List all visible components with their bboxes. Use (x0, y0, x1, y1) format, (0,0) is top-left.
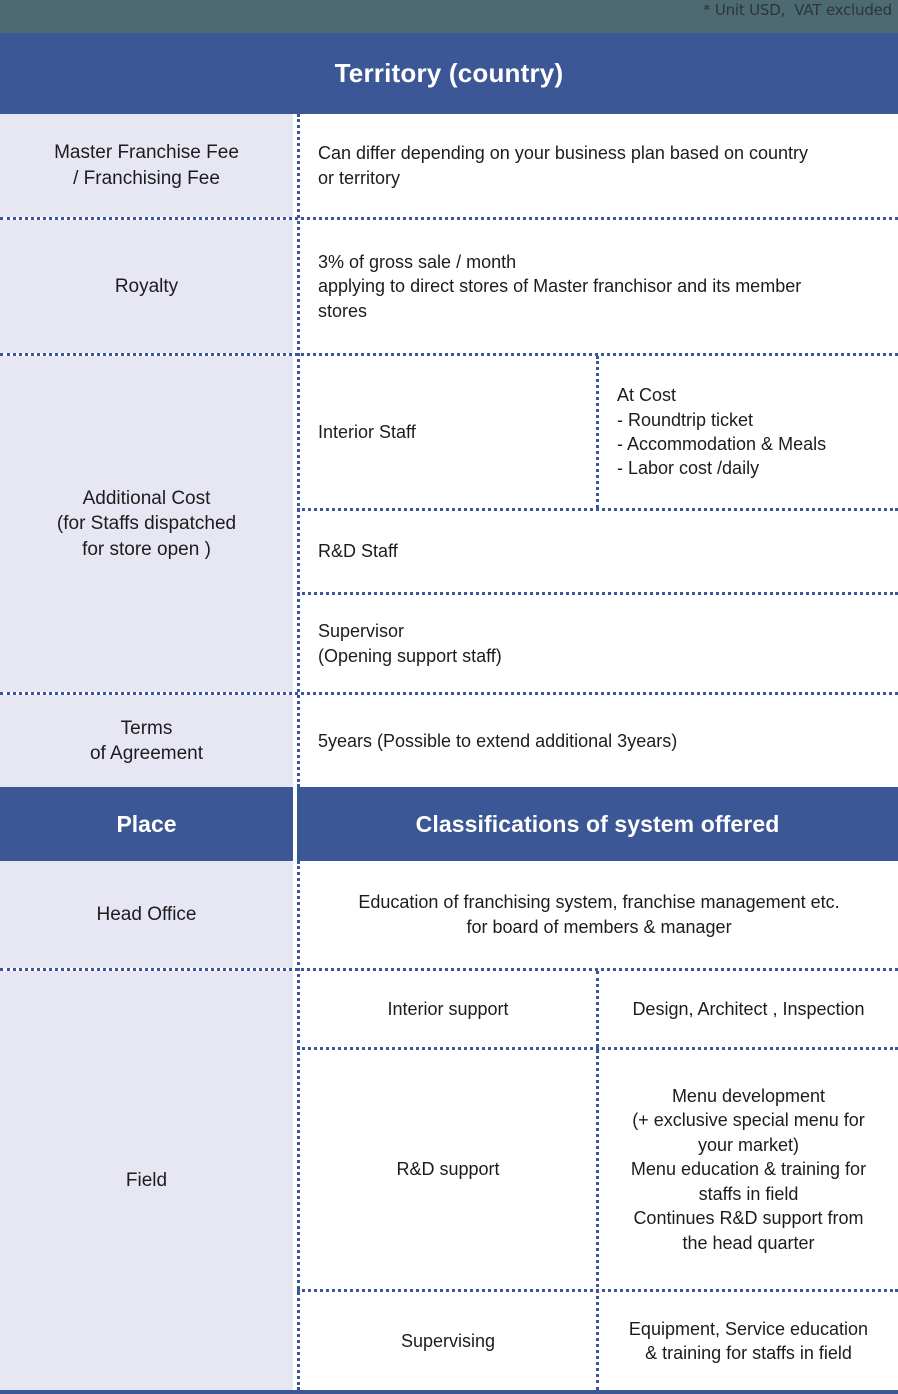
label-line-1: Head Office (96, 903, 197, 925)
content-line-2: for board of members & manager (466, 916, 732, 937)
detail-line-1: At Cost (617, 385, 677, 406)
unit-note: * Unit USD, VAT excluded (702, 1, 892, 19)
label-line-1: Master Franchise Fee (54, 142, 239, 164)
label-line-1: Additional Cost (82, 488, 211, 510)
subrow-detail-supervising: Equipment, Service education & training … (599, 1292, 898, 1390)
content-line-2: applying to direct stores of Master fran… (318, 276, 802, 297)
divider-subrow-interior-staff (297, 508, 898, 511)
detail-line-1: Menu development (671, 1085, 826, 1106)
divider-vertical-section-one (297, 114, 300, 787)
subrow-name: Interior support (387, 998, 509, 1019)
subrow-name-line-1: Supervisor (318, 621, 405, 642)
subrow-detail-interior-support: Design, Architect , Inspection (599, 971, 898, 1047)
subrow-name-interior-support: Interior support (300, 971, 596, 1047)
section-header-place: Place (0, 787, 293, 861)
row-content-royalty: 3% of gross sale / month applying to dir… (300, 220, 898, 353)
detail-line-3: - Accommodation & Meals (617, 434, 827, 454)
subrow-name-interior-staff: Interior Staff (300, 356, 596, 508)
label-line-1: Terms (120, 717, 173, 739)
label-line-1: Field (125, 1169, 168, 1191)
detail-line-7: the head quarter (682, 1232, 815, 1253)
detail-line-4: Menu education & training for (630, 1159, 867, 1180)
subrow-detail-rnd-support: Menu development (+ exclusive special me… (599, 1050, 898, 1289)
subrow-name-line-2: (Opening support staff) (318, 645, 502, 666)
subrow-name-supervising: Supervising (300, 1292, 596, 1390)
row-label-terms-of-agreement: Terms of Agreement (0, 695, 293, 787)
row-content-terms-of-agreement: 5years (Possible to extend additional 3y… (300, 695, 898, 787)
row-label-royalty: Royalty (0, 220, 293, 353)
row-label-additional-cost: Additional Cost (for Staffs dispatched f… (0, 356, 293, 692)
label-line-2: / Franchising Fee (73, 167, 220, 189)
detail-line-2: & training for staffs in field (645, 1343, 852, 1363)
subrow-name-rnd-support: R&D support (300, 1050, 596, 1289)
divider-vertical-section-two (297, 861, 300, 1390)
row-label-head-office: Head Office (0, 861, 293, 968)
subrow-name: R&D support (396, 1159, 500, 1180)
content-line-1: 5years (Possible to extend additional 3y… (318, 730, 678, 751)
detail-line-1: Equipment, Service education (628, 1318, 869, 1339)
bottom-border (0, 1390, 898, 1394)
row-content-head-office: Education of franchising system, franchi… (300, 861, 898, 968)
label-line-2: of Agreement (89, 743, 204, 764)
subrow-name: Interior Staff (318, 421, 416, 442)
divider-row-3 (0, 692, 898, 695)
label-line-2: (for Staffs dispatched (56, 513, 237, 535)
divider-vertical-field-detail (596, 971, 599, 1390)
top-slate-strip (0, 0, 898, 33)
content-line-3: stores (318, 300, 368, 321)
section-header-territory: Territory (country) (0, 33, 898, 114)
divider-row-2 (0, 353, 898, 356)
label-line-3: for store open ) (82, 538, 211, 560)
row-label-field: Field (0, 971, 293, 1390)
subrow-name-rnd-staff: R&D Staff (300, 511, 898, 592)
divider-row-head-office (0, 968, 898, 971)
content-line-1: Can differ depending on your business pl… (318, 143, 809, 164)
detail-line-6: Continues R&D support from (633, 1208, 864, 1229)
row-label-master-franchise-fee: Master Franchise Fee / Franchising Fee (0, 114, 293, 217)
content-line-1: Education of franchising system, franchi… (358, 892, 840, 913)
detail-line-2: - Roundtrip ticket (617, 409, 754, 430)
detail-line-3: your market) (697, 1134, 800, 1155)
row-content-master-franchise-fee: Can differ depending on your business pl… (300, 114, 898, 217)
detail-line-4: - Labor cost /daily (617, 458, 760, 479)
detail-line-2: (+ exclusive special menu for (632, 1110, 865, 1131)
section-header-classifications: Classifications of system offered (297, 787, 898, 861)
header-gap (293, 787, 297, 861)
detail-line-5: staffs in field (698, 1183, 799, 1204)
subrow-name: Supervising (400, 1330, 496, 1351)
divider-vertical-interior-staff (596, 356, 599, 508)
divider-row-1 (0, 217, 898, 220)
subrow-detail-interior-staff: At Cost - Roundtrip ticket - Accommodati… (599, 356, 898, 508)
content-line-2: or territory (318, 167, 401, 188)
divider-subrow-rnd-staff (297, 592, 898, 595)
label-line-1: Royalty (114, 275, 179, 297)
subrow-name: R&D Staff (318, 541, 398, 562)
subrow-name-supervisor: Supervisor (Opening support staff) (300, 595, 898, 692)
detail-line-1: Design, Architect , Inspection (632, 998, 865, 1019)
content-line-1: 3% of gross sale / month (318, 251, 517, 272)
